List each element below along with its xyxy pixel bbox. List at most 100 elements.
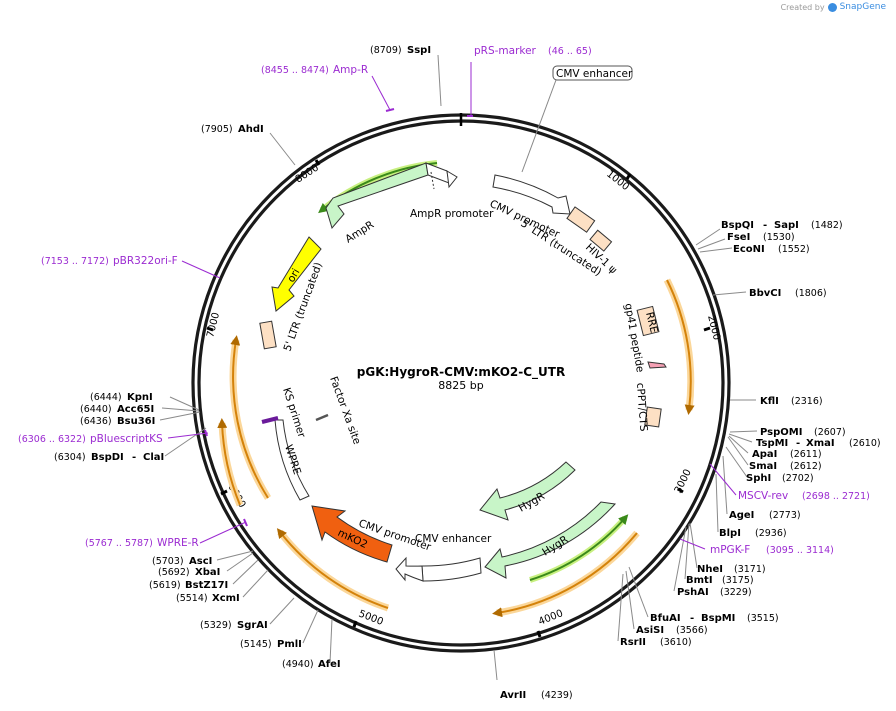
- enzyme-label-smai[interactable]: SmaI (2612): [749, 461, 822, 472]
- svg-text:(2612): (2612): [790, 461, 822, 472]
- svg-text:(1482): (1482): [811, 220, 843, 231]
- svg-text:-: -: [132, 452, 136, 463]
- enzyme-label-bbvci[interactable]: BbvCI (1806): [749, 288, 827, 299]
- feature-label-ori: ori: [285, 267, 302, 285]
- cmv-promoter-top-shape: [492, 174, 571, 215]
- primer-label-pbluescriptks[interactable]: (6306 .. 6322) pBluescriptKS: [18, 433, 163, 445]
- enzyme-label-bspdi-clai[interactable]: (6304) BspDI - ClaI: [54, 452, 164, 463]
- snapgene-logo-icon: [827, 2, 837, 12]
- primer-label-pbr322ori-f[interactable]: (7153 .. 7172) pBR322ori-F: [41, 255, 178, 267]
- primer-label-amp-r[interactable]: (8455 .. 8474) Amp-R: [261, 64, 368, 76]
- enzyme-label-sphi[interactable]: SphI (2702): [746, 473, 814, 484]
- enzyme-leaders: [159, 54, 758, 681]
- hygr-arrow-1: [479, 461, 576, 521]
- enzyme-label-ahdi[interactable]: (7905) AhdI: [201, 124, 264, 135]
- enzyme-label-apai[interactable]: ApaI (2611): [752, 449, 822, 460]
- svg-text:FseI: FseI: [727, 232, 750, 243]
- svg-text:AfeI: AfeI: [318, 659, 341, 670]
- svg-text:BlpI: BlpI: [719, 528, 741, 539]
- svg-text:KpnI: KpnI: [127, 392, 153, 403]
- enzyme-label-kpni[interactable]: (6444) KpnI: [90, 392, 153, 403]
- svg-text:(3175): (3175): [722, 575, 754, 586]
- svg-text:(5514): (5514): [176, 593, 208, 604]
- svg-text:(8709): (8709): [370, 45, 402, 56]
- ampr-arrow: [325, 162, 429, 230]
- svg-text:pBR322ori-F: pBR322ori-F: [113, 255, 178, 267]
- svg-text:(6304): (6304): [54, 452, 86, 463]
- enzyme-label-acc65i[interactable]: (6440) Acc65I: [80, 404, 154, 415]
- svg-text:(5619): (5619): [149, 580, 181, 591]
- svg-text:(5767 .. 5787): (5767 .. 5787): [85, 538, 153, 549]
- svg-text:XcmI: XcmI: [212, 593, 240, 604]
- svg-text:-: -: [796, 438, 800, 449]
- gp41-peptide-shape: [647, 361, 667, 369]
- plasmid-size: 8825 bp: [438, 379, 483, 392]
- svg-text:BfuAI: BfuAI: [650, 613, 681, 624]
- svg-text:BstZ17I: BstZ17I: [185, 580, 228, 591]
- svg-text:(4239): (4239): [541, 690, 573, 701]
- enzyme-label-afei[interactable]: (4940) AfeI: [282, 659, 341, 670]
- enzyme-label-avrii[interactable]: AvrII (4239): [500, 690, 573, 701]
- svg-text:(2698 .. 2721): (2698 .. 2721): [802, 491, 870, 502]
- enzyme-label-kfli[interactable]: KflI (2316): [760, 396, 823, 407]
- enzyme-label-fsei[interactable]: FseI (1530): [727, 232, 795, 243]
- svg-text:(3229): (3229): [720, 587, 752, 598]
- enzyme-label-bspqi-sapi[interactable]: BspQI - SapI (1482): [721, 220, 843, 231]
- svg-text:PmlI: PmlI: [277, 639, 302, 650]
- wpre-shape: [274, 419, 310, 501]
- svg-text:PspOMI: PspOMI: [760, 427, 802, 438]
- primer-leaders: [167, 62, 737, 550]
- primer-label-wpre-r[interactable]: (5767 .. 5787) WPRE-R: [85, 537, 199, 549]
- svg-text:(2611): (2611): [790, 449, 822, 460]
- svg-text:(3566): (3566): [676, 625, 708, 636]
- svg-text:Bsu36I: Bsu36I: [117, 416, 155, 427]
- enzyme-label-agei[interactable]: AgeI (2773): [729, 510, 801, 521]
- svg-text:(5145): (5145): [240, 639, 272, 650]
- ltr-top-box: [566, 206, 596, 233]
- feature-label-ampr: AmpR: [343, 219, 376, 246]
- svg-text:(46 .. 65): (46 .. 65): [548, 46, 592, 57]
- enzyme-label-bstz17i[interactable]: (5619) BstZ17I: [149, 580, 228, 591]
- feature-label-cppt: cPPT/CTS: [634, 382, 649, 432]
- enzyme-label-tspmi-xmai[interactable]: TspMI - XmaI (2610): [756, 438, 881, 449]
- svg-text:KflI: KflI: [760, 396, 779, 407]
- svg-text:(6306 .. 6322): (6306 .. 6322): [18, 434, 86, 445]
- enzyme-label-nhei[interactable]: NheI (3171): [697, 564, 766, 575]
- svg-text:SspI: SspI: [407, 45, 431, 56]
- enzyme-label-bmti[interactable]: BmtI (3175): [686, 575, 754, 586]
- created-by-label: Created by: [780, 2, 825, 12]
- svg-text:(2316): (2316): [791, 396, 823, 407]
- svg-text:(2936): (2936): [755, 528, 787, 539]
- left-ltr-box: [259, 320, 277, 350]
- enzyme-label-rsrii[interactable]: RsrII (3610): [620, 637, 692, 648]
- svg-text:(3171): (3171): [734, 564, 766, 575]
- svg-text:AgeI: AgeI: [729, 510, 754, 521]
- enzyme-label-bfuai-bspmi[interactable]: BfuAI - BspMI (3515): [650, 613, 779, 624]
- enzyme-label-sspi[interactable]: (8709) SspI: [370, 45, 431, 56]
- svg-text:XmaI: XmaI: [806, 438, 835, 449]
- svg-text:SmaI: SmaI: [749, 461, 777, 472]
- svg-text:AscI: AscI: [189, 556, 212, 567]
- primer-label-mscv-rev[interactable]: MSCV-rev (2698 .. 2721): [738, 490, 870, 502]
- svg-text:ClaI: ClaI: [143, 452, 164, 463]
- enzyme-label-econi[interactable]: EcoNI (1552): [733, 244, 810, 255]
- feature-label-rre: RRE: [643, 311, 660, 335]
- enzyme-label-sgrai[interactable]: (5329) SgrAI: [200, 620, 268, 631]
- enzyme-label-blpi[interactable]: BlpI (2936): [719, 528, 787, 539]
- enzyme-label-asisi[interactable]: AsiSI (3566): [636, 625, 708, 636]
- enzyme-label-xcmi[interactable]: (5514) XcmI: [176, 593, 240, 604]
- svg-text:Acc65I: Acc65I: [117, 404, 154, 415]
- primer-label-mpgk-f[interactable]: mPGK-F (3095 .. 3114): [710, 544, 834, 556]
- enzyme-label-asci[interactable]: (5703) AscI: [152, 556, 212, 567]
- svg-text:RsrII: RsrII: [620, 637, 646, 648]
- enzyme-label-pspomi[interactable]: PspOMI (2607): [760, 427, 846, 438]
- enzyme-label-bsu36i[interactable]: (6436) Bsu36I: [80, 416, 155, 427]
- svg-text:TspMI: TspMI: [756, 438, 788, 449]
- enzyme-label-xbai[interactable]: (5692) XbaI: [158, 567, 220, 578]
- svg-text:XbaI: XbaI: [195, 567, 220, 578]
- svg-text:pBluescriptKS: pBluescriptKS: [90, 433, 163, 445]
- enzyme-label-pmli[interactable]: (5145) PmlI: [240, 639, 302, 650]
- enzyme-label-pshai[interactable]: PshAI (3229): [677, 587, 752, 598]
- primer-label-prs-marker[interactable]: pRS-marker (46 .. 65): [474, 45, 592, 57]
- svg-text:(6436): (6436): [80, 416, 112, 427]
